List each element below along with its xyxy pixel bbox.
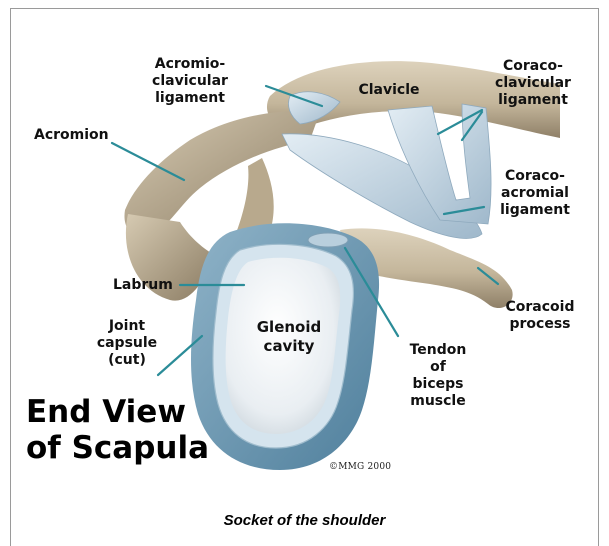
biceps-tendon-stump [308, 233, 348, 247]
label-coracoacromial-ligament: Coraco- acromial ligament [472, 168, 598, 219]
label-joint-capsule: Joint capsule (cut) [82, 318, 172, 369]
figure-title: End View of Scapula [26, 394, 209, 466]
figure-caption: Socket of the shoulder [0, 512, 609, 529]
label-tendon-of-biceps: Tendon of biceps muscle [388, 342, 488, 410]
label-coracoid-process: Coracoid process [480, 299, 600, 333]
label-acromioclavicular-ligament: Acromio- clavicular ligament [120, 56, 260, 107]
acromion-bone [124, 111, 320, 237]
label-clavicle: Clavicle [344, 82, 434, 99]
label-coracoclavicular-ligament: Coraco- clavicular ligament [468, 58, 598, 109]
copyright-notice: ©MMG 2000 [329, 462, 391, 472]
label-acromion: Acromion [34, 127, 134, 144]
label-glenoid-cavity: Glenoid cavity [244, 318, 334, 356]
label-labrum: Labrum [113, 277, 183, 294]
